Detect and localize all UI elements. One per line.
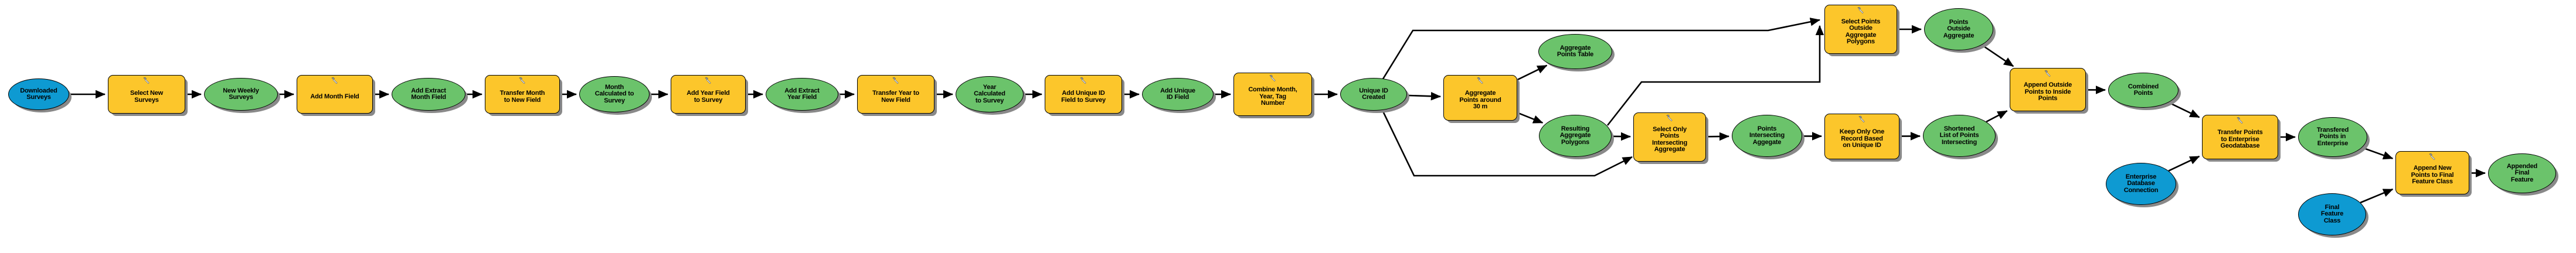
node-input-n30[interactable]: Final Feature Class (2298, 193, 2366, 235)
node-tool-n14[interactable]: Combine Month, Year, Tag Number (1233, 73, 1312, 116)
node-label: Points Outside Aggregate (1943, 18, 1975, 39)
node-label: Aggregate Points Table (1557, 44, 1594, 58)
edge-n16-to-n18 (1517, 112, 1544, 124)
node-input-n01[interactable]: Downloaded Surveys (8, 78, 69, 110)
node-tool-n08[interactable]: Add Year Field to Survey (671, 75, 746, 114)
node-label: Select Points Outside Aggregate Polygons (1841, 18, 1881, 45)
node-label: Final Feature Class (2320, 203, 2344, 224)
node-label: Month Calculated to Survey (594, 83, 634, 104)
node-data-n11[interactable]: Year Calculated to Survey (956, 76, 1024, 112)
node-label: Add Unique ID Field (1160, 87, 1195, 101)
node-label: Combined Points (2128, 83, 2159, 97)
edge-n16-to-n17 (1517, 64, 1548, 81)
hammer-icon (1080, 77, 1086, 84)
node-data-n20[interactable]: Points Intersecting Aggegate (1732, 115, 1802, 157)
node-label: Add Extract Year Field (784, 87, 820, 101)
node-tool-n21[interactable]: Keep Only One Record Based on Unique ID (1824, 114, 1899, 159)
node-label: Add Year Field to Survey (687, 90, 730, 104)
node-tool-n06[interactable]: Transfer Month to New Field (485, 75, 560, 114)
node-data-n26[interactable]: Combined Points (2108, 73, 2179, 108)
node-label: New Weekly Surveys (223, 87, 259, 101)
node-tool-n28[interactable]: Transfer Points to Enterprise Geodatabas… (2202, 115, 2278, 159)
edge-n24-to-n25 (1981, 44, 2014, 67)
edge-n15-to-n16 (1406, 91, 1442, 101)
hammer-icon (331, 77, 338, 84)
edge-n19-to-n20 (1705, 132, 1730, 141)
node-label: Resulting Aggregate Polygons (1559, 125, 1591, 146)
node-label: Transfer Points to Enterprise Geodatabas… (2217, 129, 2263, 150)
node-data-n13[interactable]: Add Unique ID Field (1142, 78, 1214, 111)
hammer-icon (1477, 77, 1483, 84)
hammer-icon (705, 77, 711, 84)
node-data-n09[interactable]: Add Extract Year Field (766, 78, 838, 111)
node-tool-n23[interactable]: Select Points Outside Aggregate Polygons (1824, 5, 1897, 54)
node-label: Add Month Field (310, 93, 359, 100)
node-tool-n19[interactable]: Select Only Points Intersecting Aggregat… (1633, 112, 1706, 162)
node-label: Unique ID Created (1359, 87, 1388, 101)
edge-n22-to-n25 (1986, 110, 2008, 123)
node-label: Keep Only One Record Based on Unique ID (1839, 128, 1885, 149)
node-data-n22[interactable]: Shortened List of Points Intersecting (1923, 115, 1996, 157)
node-label: Combine Month, Year, Tag Number (1248, 86, 1297, 107)
node-label: Add Extract Month Field (411, 87, 446, 101)
node-label: Downloaded Surveys (20, 87, 57, 101)
node-label: Append Outside Points to Inside Points (2023, 81, 2072, 102)
node-label: Transfer Year to New Field (872, 90, 919, 104)
node-tool-n12[interactable]: Add Unique ID Field to Survey (1045, 75, 1122, 114)
node-tool-n10[interactable]: Transfer Year to New Field (857, 75, 934, 114)
node-label: Enterprise Database Connection (2123, 173, 2159, 194)
node-label: Aggregate Points around 30 m (1459, 90, 1501, 111)
edge-n30-to-n31 (2360, 188, 2394, 204)
node-label: Points Intersecting Aggegate (1749, 125, 1785, 146)
hammer-icon (1858, 115, 1865, 123)
node-label: Append New Points to Final Feature Class (2411, 165, 2454, 186)
node-label: Shortened List of Points Intersecting (1939, 125, 1979, 146)
node-label: Transfered Points in Enterprise (2316, 126, 2349, 147)
edge-n27-to-n28 (2168, 155, 2200, 172)
hammer-icon (143, 77, 149, 84)
node-data-n07[interactable]: Month Calculated to Survey (579, 76, 650, 112)
node-tool-n16[interactable]: Aggregate Points around 30 m (1443, 75, 1517, 121)
node-data-n32[interactable]: Appended Final Feature (2488, 153, 2556, 193)
node-data-n17[interactable]: Aggregate Points Table (1538, 34, 1612, 69)
node-data-n18[interactable]: Resulting Aggregate Polygons (1539, 115, 1612, 157)
node-label: Transfer Month to New Field (499, 90, 545, 104)
node-input-n27[interactable]: Enterprise Database Connection (2106, 163, 2176, 205)
node-label: Appended Final Feature (2506, 162, 2538, 183)
edge-n26-to-n28 (2168, 101, 2200, 118)
node-tool-n04[interactable]: Add Month Field (297, 75, 373, 114)
hammer-icon (519, 77, 525, 84)
node-data-n24[interactable]: Points Outside Aggregate (1924, 8, 1993, 50)
node-data-n15[interactable]: Unique ID Created (1340, 78, 1407, 111)
node-data-n29[interactable]: Transfered Points in Enterprise (2298, 117, 2367, 157)
node-label: Year Calculated to Survey (974, 83, 1005, 104)
node-tool-n31[interactable]: Append New Points to Final Feature Class (2395, 151, 2469, 194)
edge-n29-to-n31 (2361, 146, 2394, 160)
node-label: Select New Surveys (130, 90, 164, 104)
node-label: Add Unique ID Field to Survey (1061, 90, 1106, 104)
node-label: Select Only Points Intersecting Aggregat… (1652, 125, 1687, 153)
node-data-n05[interactable]: Add Extract Month Field (392, 78, 465, 111)
edge-n18-to-n23 (1606, 25, 1824, 126)
hammer-icon (892, 77, 899, 84)
node-tool-n02[interactable]: Select New Surveys (108, 75, 185, 114)
node-tool-n25[interactable]: Append Outside Points to Inside Points (2010, 68, 2086, 111)
node-data-n03[interactable]: New Weekly Surveys (204, 78, 278, 111)
